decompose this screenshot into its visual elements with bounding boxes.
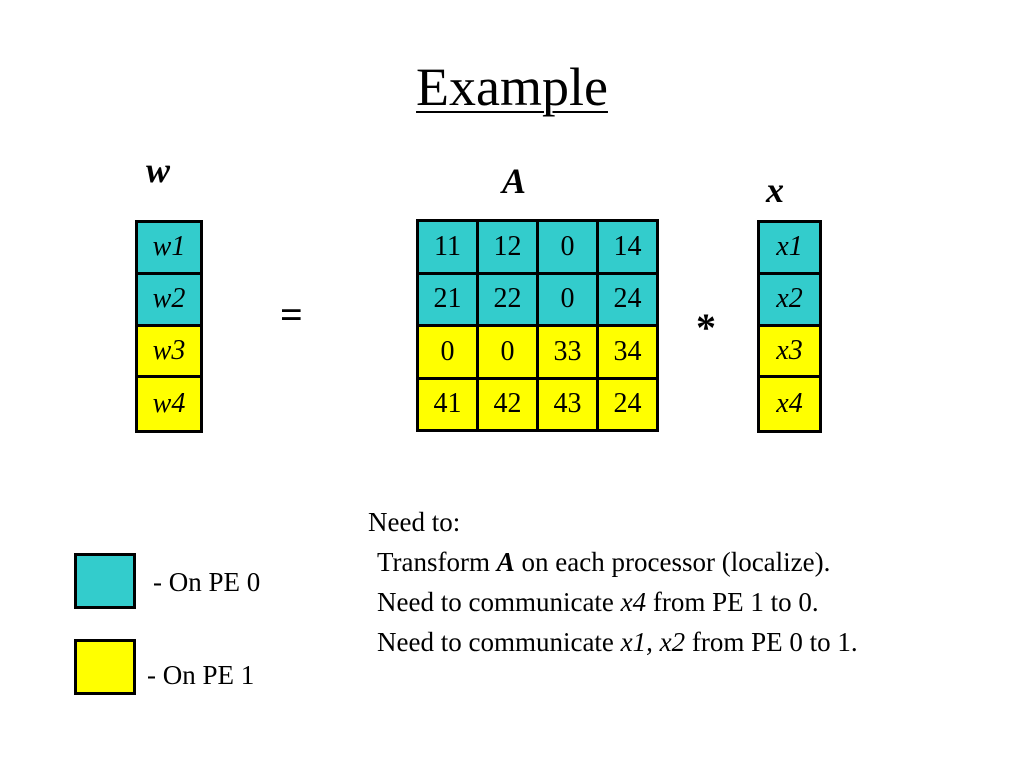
x-cell-2: x2: [760, 274, 819, 327]
w-cell-1: w1: [138, 223, 200, 275]
matrix-cell-r1c1: 11: [419, 222, 476, 272]
x-cell-4: x4: [760, 378, 819, 430]
w-cell-2: w2: [138, 274, 200, 327]
legend-swatch-pe1: [74, 639, 136, 695]
matrix-cell-r2c3: 0: [539, 274, 596, 324]
notes-line-3-em: x1, x2: [620, 627, 686, 657]
notes-line-1: Transform A on each processor (localize)…: [368, 542, 858, 582]
matrix-cell-r4c2: 42: [479, 379, 536, 429]
legend-text-pe1: - On PE 1: [147, 660, 255, 690]
legend-text-pe0: - On PE 0: [153, 567, 261, 597]
matrix-cell-r2c1: 21: [419, 274, 476, 324]
notes-line-3: Need to communicate x1, x2 from PE 0 to …: [368, 622, 858, 662]
legend-swatch-pe0: [74, 553, 136, 609]
matrix-cell-r3c1: 0: [419, 327, 476, 377]
multiply-sign: *: [696, 305, 716, 350]
matrix-cell-r1c3: 0: [539, 222, 596, 272]
equals-sign: =: [280, 292, 303, 337]
matrix-cell-r1c4: 14: [599, 222, 656, 272]
matrix-cell-r3c3: 33: [539, 327, 596, 377]
matrix-cell-r2c4: 24: [599, 274, 656, 324]
notes-line-2-em: x4: [620, 587, 647, 617]
x-cell-3: x3: [760, 326, 819, 379]
notes-line-2-post: from PE 1 to 0.: [646, 587, 819, 617]
notes-line-1-pre: Transform: [377, 547, 497, 577]
notes-line-2-pre: Need to communicate: [377, 587, 621, 617]
page-title: Example: [416, 57, 608, 117]
matrix-cell-r4c1: 41: [419, 379, 476, 429]
notes: Need to: Transform A on each processor (…: [368, 502, 858, 662]
w-cell-3: w3: [138, 326, 200, 379]
x-cell-1: x1: [760, 223, 819, 275]
notes-line-3-pre: Need to communicate: [377, 627, 621, 657]
notes-line-1-em: A: [496, 547, 515, 577]
a-matrix-label: A: [502, 161, 527, 201]
w-cell-4: w4: [138, 378, 200, 430]
notes-line-1-post: on each processor (localize).: [514, 547, 831, 577]
x-vector-label: x: [766, 170, 784, 210]
matrix-cell-r2c2: 22: [479, 274, 536, 324]
matrix-cell-r3c4: 34: [599, 327, 656, 377]
matrix-cell-r4c4: 24: [599, 379, 656, 429]
matrix-cell-r3c2: 0: [479, 327, 536, 377]
matrix-cell-r4c3: 43: [539, 379, 596, 429]
matrix-cell-r1c2: 12: [479, 222, 536, 272]
notes-line-2: Need to communicate x4 from PE 1 to 0.: [368, 582, 858, 622]
notes-heading: Need to:: [368, 507, 461, 537]
w-vector-label: w: [146, 150, 171, 190]
notes-line-3-post: from PE 0 to 1.: [685, 627, 858, 657]
